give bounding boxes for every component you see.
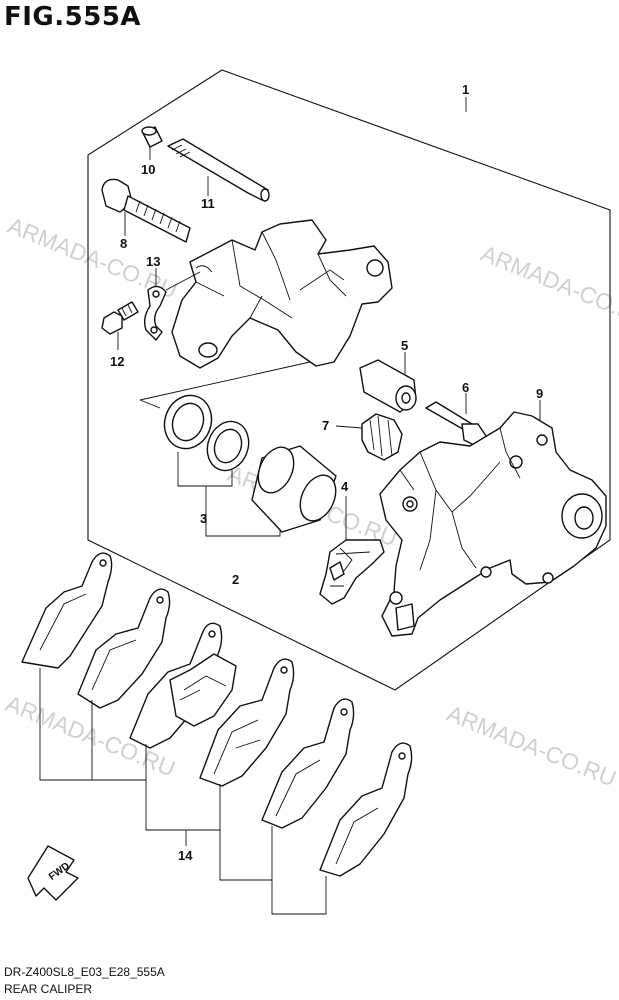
fwd-arrow: FWD xyxy=(27,845,79,901)
callout-6: 6 xyxy=(462,380,469,395)
guide-line xyxy=(139,361,311,401)
leader-14c xyxy=(145,780,221,831)
seal-3a xyxy=(163,394,213,450)
shim-1 xyxy=(21,552,113,669)
guide-line-end xyxy=(139,399,161,409)
assembly-outline xyxy=(87,69,611,691)
pad-2 xyxy=(77,588,171,709)
leader-7 xyxy=(335,425,363,429)
pin-6 xyxy=(425,401,487,447)
shim-6 xyxy=(319,742,413,877)
callout-12: 12 xyxy=(110,354,124,369)
piston-2 xyxy=(251,445,337,533)
bushing-5 xyxy=(359,359,417,413)
callout-13: 13 xyxy=(146,254,160,269)
callout-14: 14 xyxy=(178,848,193,863)
callout-1: 1 xyxy=(462,82,469,97)
bracket-9 xyxy=(379,411,607,637)
callout-11: 11 xyxy=(201,196,215,211)
callout-8: 8 xyxy=(120,236,127,251)
cap-10 xyxy=(141,126,163,148)
bleeder-12 xyxy=(101,301,139,335)
pad-spring-4 xyxy=(319,539,385,605)
pad-4 xyxy=(199,658,295,787)
bolt-8 xyxy=(101,178,191,243)
callout-4: 4 xyxy=(341,479,349,494)
leader-3 xyxy=(177,452,233,487)
pad-3 xyxy=(129,622,237,749)
callout-7: 7 xyxy=(322,418,329,433)
callout-2: 2 xyxy=(232,572,239,587)
callout-3: 3 xyxy=(200,511,207,526)
leader-13b xyxy=(165,271,201,291)
boot-7 xyxy=(361,413,403,461)
leader-14b xyxy=(92,744,147,781)
callout-5: 5 xyxy=(401,338,408,353)
leader-14f xyxy=(271,876,327,915)
clip-13 xyxy=(143,285,167,341)
figure-name: REAR CALIPER xyxy=(4,982,93,996)
seal-3b xyxy=(206,420,250,472)
callout-10: 10 xyxy=(141,162,155,177)
figure-code: DR-Z400SL8_E03_E28_555A xyxy=(4,965,165,979)
shim-5 xyxy=(261,698,355,829)
pin-11 xyxy=(167,138,270,202)
leader-14a xyxy=(39,668,93,781)
caliper-body xyxy=(171,219,393,369)
leader-14e xyxy=(219,826,273,881)
figure-title: FIG.555A xyxy=(4,2,142,32)
callout-9: 9 xyxy=(536,386,543,401)
